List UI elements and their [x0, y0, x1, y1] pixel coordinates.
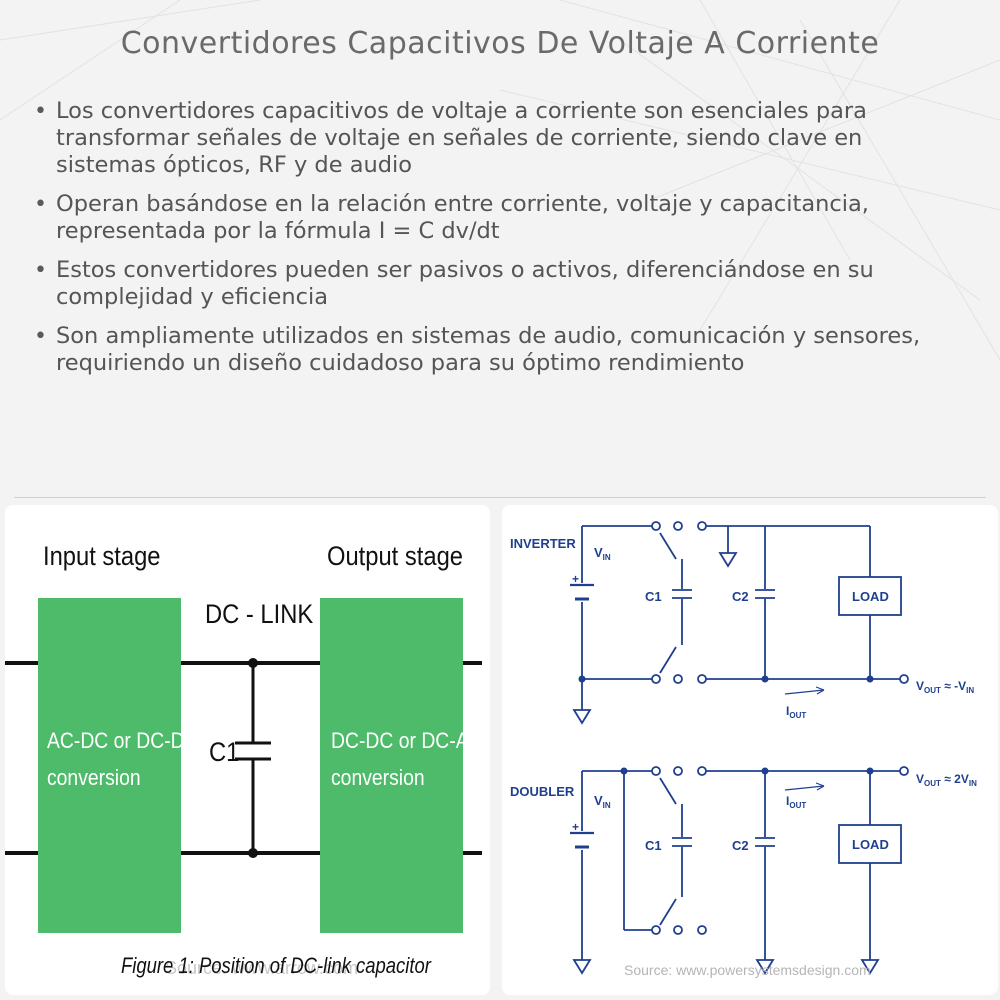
doubler-c1-label: C1	[645, 838, 662, 853]
figure-caption: Figure 1: Position of DC-link capacitor	[121, 955, 432, 979]
background-network-decoration	[0, 0, 1000, 361]
doubler-label: DOUBLER	[510, 784, 575, 799]
source-credit: Source: www.powersystemsdesign.com	[624, 962, 871, 978]
charge-pump-diagram-panel: INVERTER VIN + C1 C2 LOAD IOUT VOUT ≈ -V…	[502, 505, 998, 995]
inverter-load-label: LOAD	[852, 589, 889, 604]
bullet-text: Estos convertidores pueden ser pasivos o…	[56, 257, 874, 310]
doubler-c2-label: C2	[732, 838, 749, 853]
inverter-c1-label: C1	[645, 589, 662, 604]
charge-pump-schematic: INVERTER VIN + C1 C2 LOAD IOUT VOUT ≈ -V…	[510, 521, 977, 978]
capacitor-c1-label: C1	[209, 738, 239, 768]
output-box-line-1: DC-DC or DC-AC	[331, 729, 483, 753]
section-divider	[14, 497, 986, 498]
inverter-vout-label: VOUT ≈ -VIN	[916, 679, 974, 695]
input-stage-label: Input stage	[43, 542, 161, 572]
dc-link-diagram-panel: Input stage Output stage DC - LINK C1 AC…	[5, 505, 490, 995]
bullet-list: • Los convertidores capacitivos de volta…	[34, 98, 964, 389]
source-watermark: Source: www.arrow.com	[165, 958, 358, 978]
dc-link-label: DC - LINK	[205, 600, 313, 630]
bullet-text: Son ampliamente utilizados en sistemas d…	[56, 323, 921, 376]
input-stage-box	[38, 598, 181, 933]
doubler-plus-sign: +	[572, 820, 579, 834]
doubler-circuit	[570, 766, 909, 975]
dc-link-diagram: Input stage Output stage DC - LINK C1 AC…	[5, 542, 483, 979]
doubler-vin-label: VIN	[594, 793, 611, 810]
inverter-plus-sign: +	[572, 572, 579, 586]
input-box-line-2: conversion	[47, 766, 141, 790]
junction-dot-top	[248, 658, 258, 668]
input-box-line-1: AC-DC or DC-DC	[47, 729, 199, 753]
output-stage-label: Output stage	[327, 542, 463, 572]
inverter-label: INVERTER	[510, 536, 576, 551]
bullet-item: • Estos convertidores pueden ser pasivos…	[34, 257, 964, 311]
inverter-vin-label: VIN	[594, 545, 611, 562]
output-stage-box	[320, 598, 463, 933]
doubler-load-label: LOAD	[852, 837, 889, 852]
bullet-marker: •	[34, 192, 47, 217]
bullet-marker: •	[34, 99, 47, 124]
inverter-circuit	[570, 521, 909, 725]
bullet-marker: •	[34, 324, 47, 349]
inverter-c2-label: C2	[732, 589, 749, 604]
bullet-text: Operan basándose en la relación entre co…	[56, 191, 869, 244]
bullet-text: Los convertidores capacitivos de voltaje…	[56, 98, 867, 178]
bullet-item: • Operan basándose en la relación entre …	[34, 191, 964, 245]
bullet-item: • Son ampliamente utilizados en sistemas…	[34, 323, 964, 377]
output-box-line-2: conversion	[331, 766, 425, 790]
junction-dot-bottom	[248, 848, 258, 858]
page-title: Convertidores Capacitivos De Voltaje A C…	[120, 26, 880, 61]
doubler-vout-label: VOUT ≈ 2VIN	[916, 772, 977, 788]
doubler-iout-label: IOUT	[786, 794, 806, 810]
bullet-item: • Los convertidores capacitivos de volta…	[34, 98, 964, 179]
inverter-iout-label: IOUT	[786, 704, 806, 720]
bullet-marker: •	[34, 258, 47, 283]
